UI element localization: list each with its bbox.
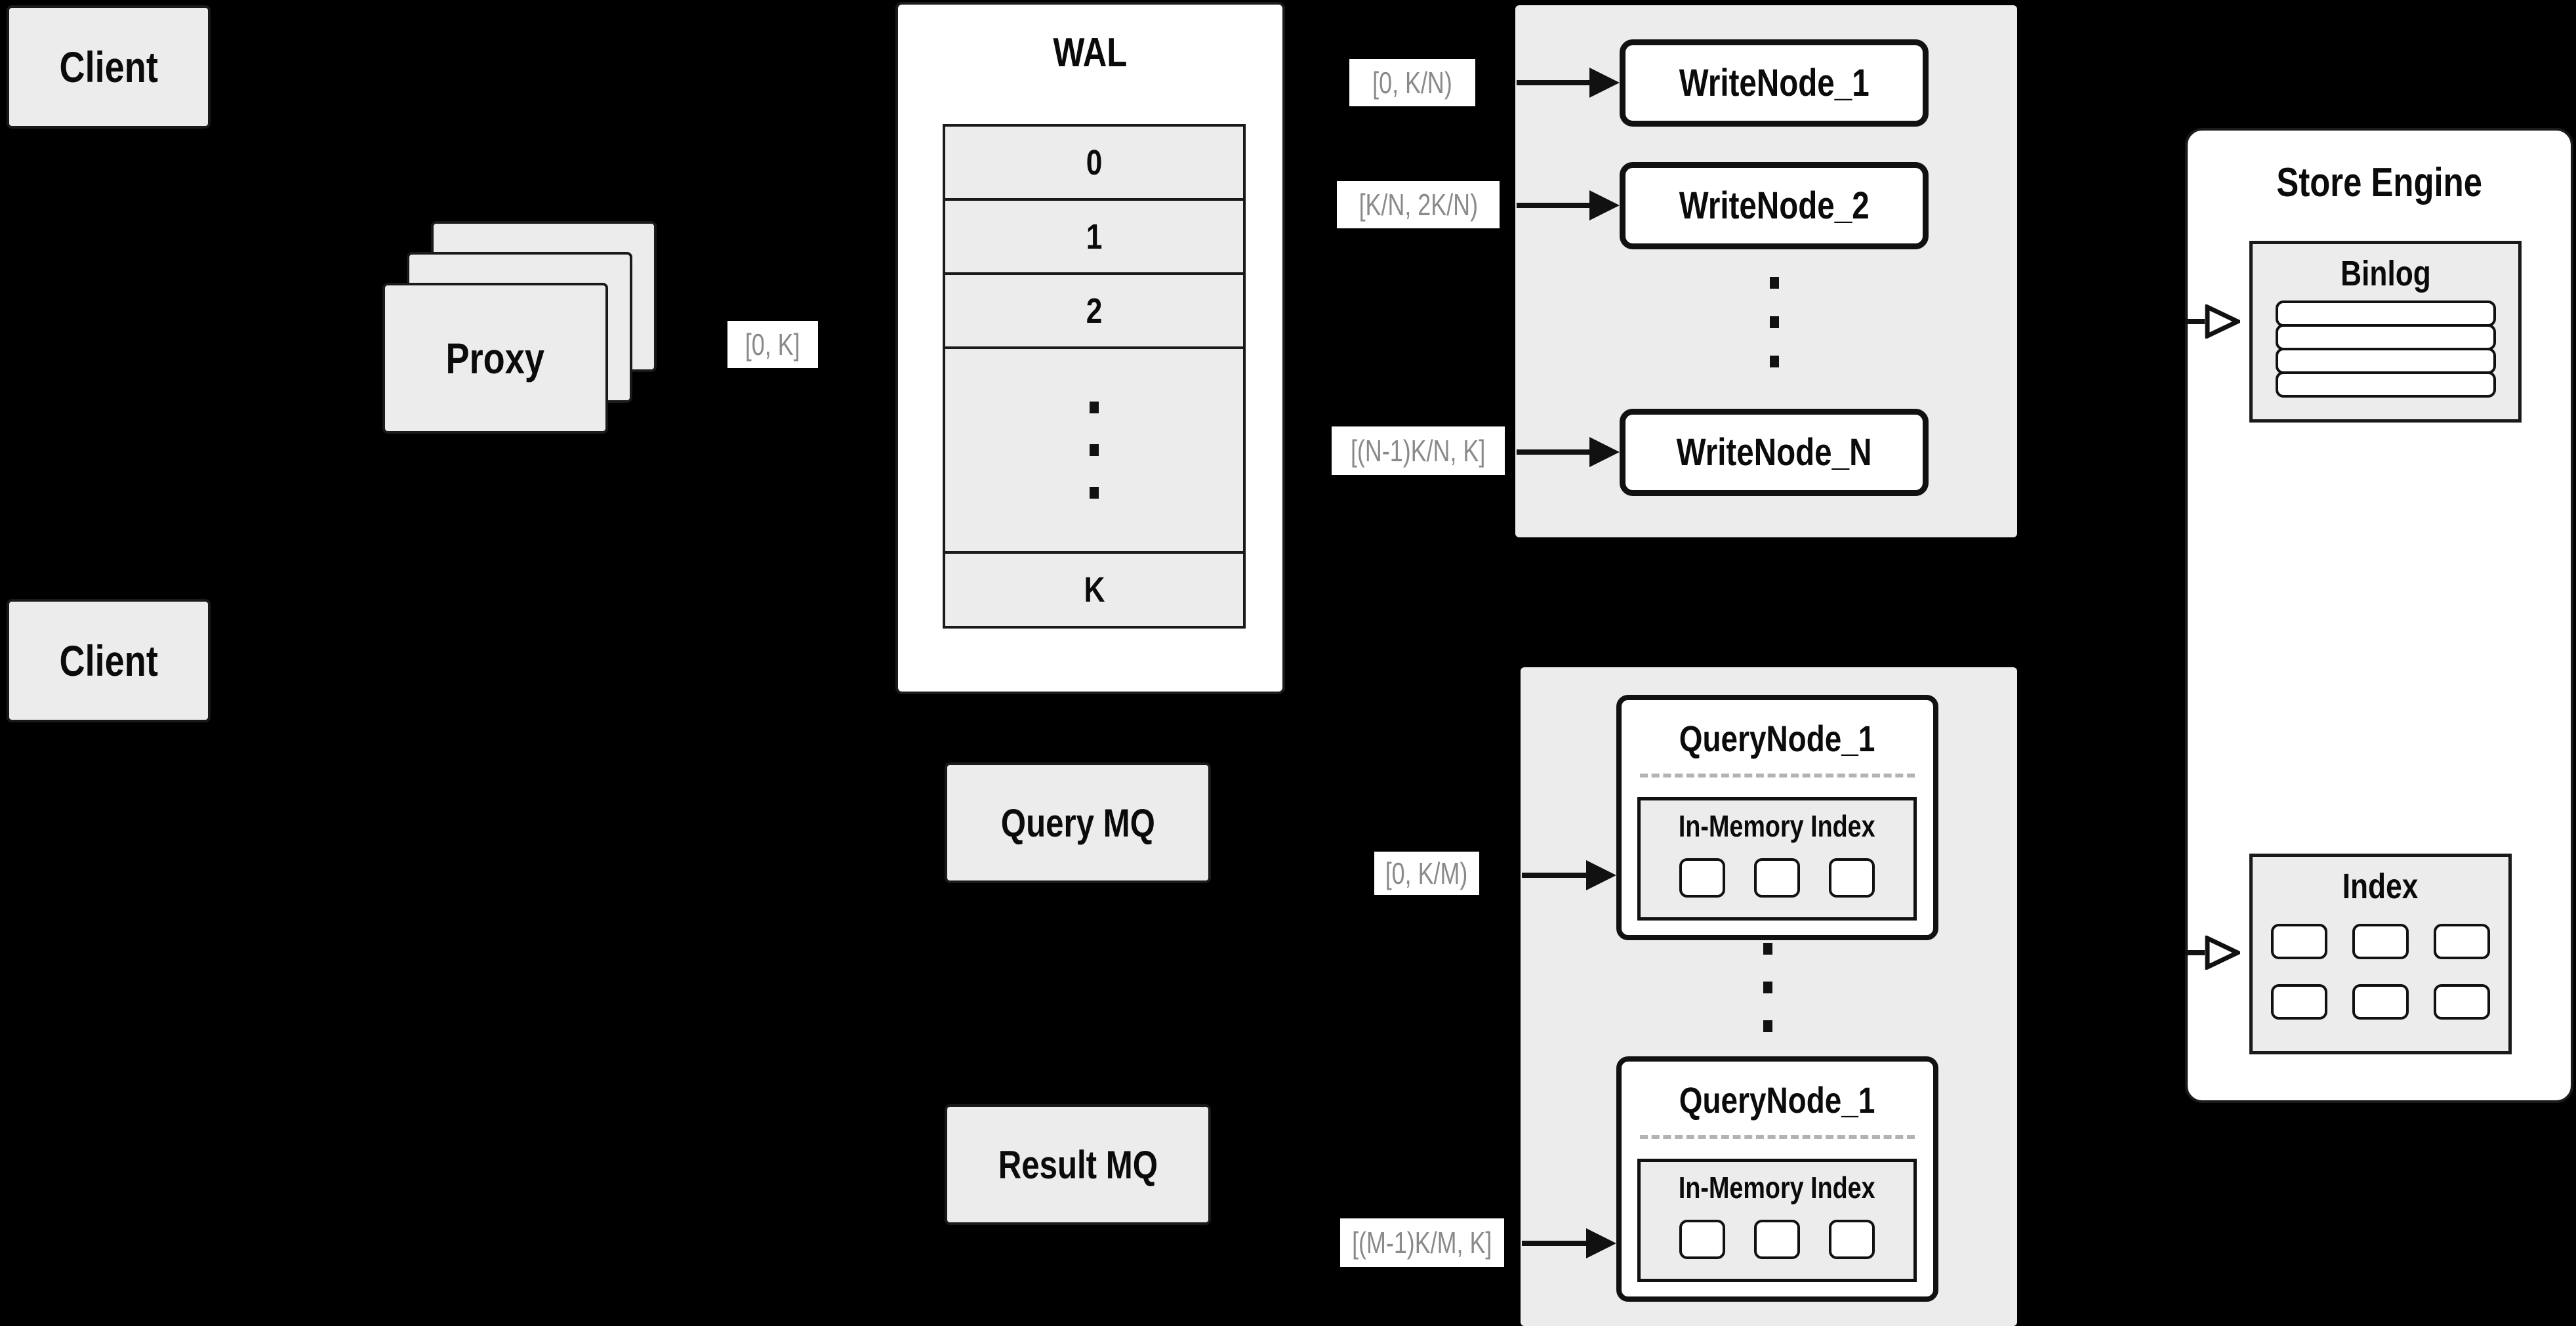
index-box: Index (2249, 854, 2512, 1054)
wal-panel: WAL 0 1 2 K (895, 2, 1285, 694)
range-label-query-1: [0, K/M) (1374, 852, 1479, 895)
index-title-text: Index (2342, 867, 2419, 906)
query-node-bottom-title: QueryNode_1 (1622, 1079, 1933, 1121)
range-label-write-n: [(N-1)K/N, K] (1332, 426, 1505, 475)
range-label-proxy-to-wal: [0, K] (727, 321, 818, 368)
query-node-bottom-memory-index-box: In-Memory Index (1637, 1159, 1917, 1282)
arrow-right-icon (1517, 437, 1620, 467)
range-label-query-m-text: [(M-1)K/M, K] (1352, 1226, 1492, 1260)
result-mq-box: Result MQ (945, 1104, 1211, 1225)
write-node-2-label: WriteNode_2 (1679, 184, 1870, 227)
wal-row-1-label: 1 (1086, 217, 1103, 257)
client-top-label: Client (59, 43, 158, 91)
binlog-row (2275, 371, 2496, 398)
binlog-title-text: Binlog (2340, 254, 2431, 293)
query-node-top-box: QueryNode_1 In-Memory Index (1616, 695, 1938, 940)
query-node-bottom-box: QueryNode_1 In-Memory Index (1616, 1056, 1938, 1302)
write-node-2-box: WriteNode_2 (1620, 162, 1929, 249)
result-mq-label: Result MQ (998, 1142, 1158, 1187)
client-bottom-label: Client (59, 636, 158, 685)
wal-row-1: 1 (945, 201, 1243, 275)
hollow-arrow-right-icon (2185, 304, 2240, 339)
wal-title: WAL (898, 30, 1282, 76)
range-label-query-m: [(M-1)K/M, K] (1340, 1218, 1504, 1267)
binlog-row (2275, 348, 2496, 374)
arrow-right-icon (1517, 190, 1620, 220)
store-engine-title: Store Engine (2188, 159, 2571, 206)
index-square (2434, 984, 2490, 1020)
memory-index-segments (1641, 1220, 1913, 1259)
binlog-row (2275, 324, 2496, 350)
range-label-write-2: [K/N, 2K/N) (1337, 181, 1500, 228)
client-bottom-box: Client (7, 599, 211, 722)
proxy-label: Proxy (445, 334, 545, 383)
range-label-write-1-text: [0, K/N) (1372, 66, 1452, 100)
write-node-1-label: WriteNode_1 (1679, 62, 1870, 104)
range-label-proxy-to-wal-text: [0, K] (745, 327, 800, 362)
query-node-top-title: QueryNode_1 (1622, 717, 1933, 760)
query-node-ellipsis-dots (1763, 943, 1772, 1032)
segment-square (1829, 858, 1875, 898)
wal-title-text: WAL (1053, 30, 1128, 75)
query-mq-label: Query MQ (1000, 800, 1155, 845)
query-node-top-memory-index-box: In-Memory Index (1637, 797, 1917, 921)
index-square (2271, 984, 2327, 1020)
index-square (2352, 984, 2409, 1020)
dashed-divider (1640, 774, 1915, 777)
segment-square (1829, 1220, 1875, 1259)
wal-table: 0 1 2 K (943, 124, 1246, 629)
index-square (2434, 924, 2490, 959)
query-node-top-memory-index-title: In-Memory Index (1641, 808, 1913, 844)
wal-row-k-label: K (1084, 570, 1105, 610)
index-title: Index (2253, 866, 2508, 907)
segment-square (1754, 858, 1800, 898)
index-grid (2253, 924, 2508, 1020)
wal-row-0: 0 (945, 127, 1243, 201)
proxy-box: Proxy (382, 283, 608, 434)
binlog-row (2275, 300, 2496, 327)
range-label-write-2-text: [K/N, 2K/N) (1359, 188, 1478, 222)
index-square (2352, 924, 2409, 959)
binlog-rows (2275, 300, 2496, 398)
wal-row-2-label: 2 (1086, 291, 1103, 331)
query-node-top-title-text: QueryNode_1 (1679, 718, 1875, 759)
store-engine-title-text: Store Engine (2276, 160, 2482, 205)
segment-square (1679, 1220, 1725, 1259)
range-label-write-1: [0, K/N) (1349, 59, 1475, 106)
segment-square (1679, 858, 1725, 898)
index-square (2271, 924, 2327, 959)
query-node-bottom-title-text: QueryNode_1 (1679, 1079, 1875, 1121)
write-node-1-box: WriteNode_1 (1620, 39, 1929, 127)
wal-row-ellipsis (945, 349, 1243, 554)
wal-row-2: 2 (945, 275, 1243, 349)
range-label-query-1-text: [0, K/M) (1385, 856, 1468, 890)
range-label-write-n-text: [(N-1)K/N, K] (1351, 434, 1486, 468)
write-node-n-box: WriteNode_N (1620, 409, 1929, 496)
store-engine-panel: Store Engine Binlog Index (2185, 128, 2573, 1103)
memory-index-segments (1641, 858, 1913, 898)
hollow-arrow-right-icon (2185, 936, 2240, 970)
arrow-right-icon (1522, 860, 1616, 890)
binlog-box: Binlog (2249, 241, 2522, 423)
wal-ellipsis-dots (1090, 402, 1099, 499)
arrow-right-icon (1517, 68, 1620, 98)
write-node-ellipsis-dots (1770, 277, 1779, 367)
dashed-divider (1640, 1135, 1915, 1139)
client-top-box: Client (7, 5, 211, 129)
wal-row-0-label: 0 (1086, 142, 1103, 182)
query-node-top-memory-index-title-text: In-Memory Index (1679, 809, 1875, 843)
query-node-bottom-memory-index-title-text: In-Memory Index (1679, 1171, 1875, 1205)
query-mq-box: Query MQ (945, 762, 1211, 883)
arrow-right-icon (1522, 1228, 1616, 1258)
segment-square (1754, 1220, 1800, 1259)
wal-row-k: K (945, 554, 1243, 626)
write-node-n-label: WriteNode_N (1676, 431, 1872, 474)
query-node-bottom-memory-index-title: In-Memory Index (1641, 1170, 1913, 1205)
binlog-title: Binlog (2253, 253, 2518, 294)
